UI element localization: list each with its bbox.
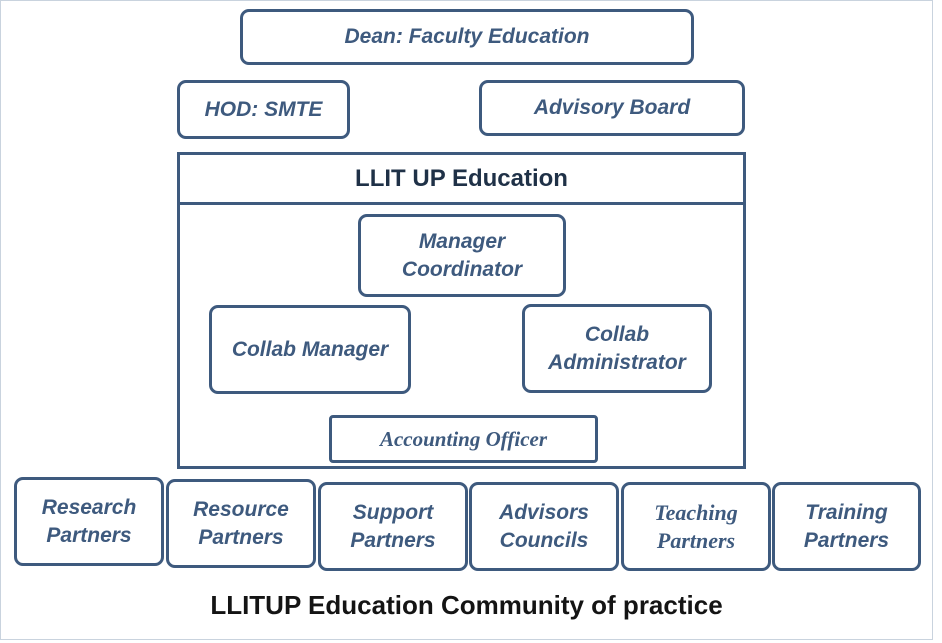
collab-manager-box: Collab Manager: [209, 305, 411, 394]
collab-administrator-label: Collab Administrator: [548, 322, 686, 374]
manager-coordinator-label: Manager Coordinator: [401, 229, 523, 281]
partner-support-box: Support Partners: [318, 482, 468, 571]
partner-label: Research Partners: [41, 495, 137, 547]
partner-resource-box: Resource Partners: [166, 479, 316, 568]
diagram-caption: LLITUP Education Community of practice: [210, 590, 723, 620]
accounting-officer-box: Accounting Officer: [329, 415, 598, 463]
partner-label: Resource Partners: [193, 497, 289, 549]
partner-training-box: Training Partners: [772, 482, 921, 571]
hod-box: HOD: SMTE: [177, 80, 350, 139]
collab-administrator-box: Collab Administrator: [522, 304, 712, 393]
panel-title: LLIT UP Education: [180, 155, 743, 205]
collab-manager-label: Collab Manager: [231, 337, 389, 361]
dean-box: Dean: Faculty Education: [240, 9, 694, 65]
accounting-officer-label: Accounting Officer: [379, 427, 548, 451]
partner-teaching-box: Teaching Partners: [621, 482, 771, 571]
partner-label: Training Partners: [803, 500, 890, 552]
manager-coordinator-box: Manager Coordinator: [358, 214, 566, 297]
advisory-board-label: Advisory Board: [533, 96, 691, 119]
partner-label: Support Partners: [350, 500, 436, 552]
partner-research-box: Research Partners: [14, 477, 164, 566]
partner-advisors-box: Advisors Councils: [469, 482, 619, 571]
advisory-board-box: Advisory Board: [479, 80, 745, 136]
dean-label: Dean: Faculty Education: [344, 25, 590, 48]
partner-label: Teaching Partners: [654, 499, 738, 553]
hod-label: HOD: SMTE: [204, 97, 323, 121]
partner-label: Advisors Councils: [499, 500, 589, 552]
